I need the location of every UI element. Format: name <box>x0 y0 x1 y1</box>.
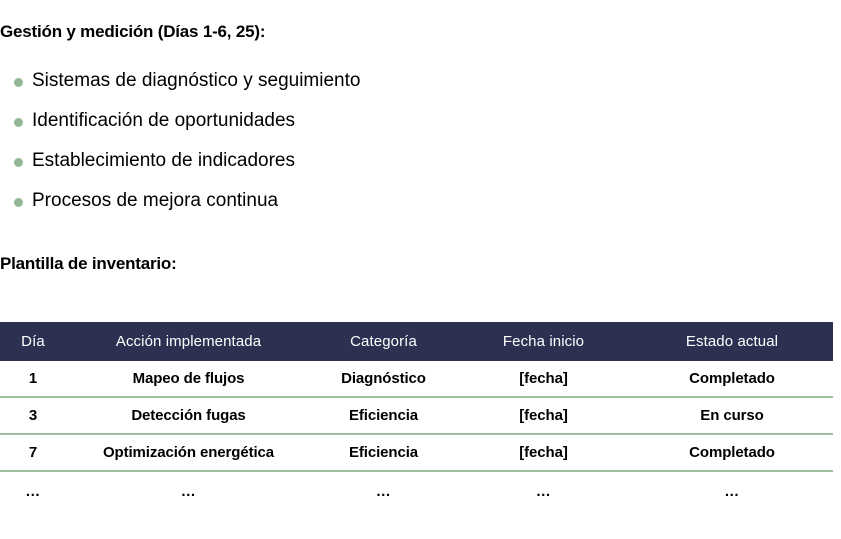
table-row: 7 Optimización energética Eficiencia [fe… <box>0 434 833 472</box>
list-item-label: Procesos de mejora continua <box>32 189 279 211</box>
cell-categoria: Eficiencia <box>311 397 456 435</box>
bullet-dot-icon <box>14 157 23 167</box>
bullet-dot-icon <box>14 117 23 127</box>
bullet-list: Sistemas de diagnóstico y seguimiento Id… <box>0 62 620 222</box>
list-item: Establecimiento de indicadores <box>0 142 620 182</box>
cell-dia: 1 <box>0 361 66 398</box>
cell-categoria: Eficiencia <box>311 434 456 472</box>
table-header-row: Día Acción implementada Categoría Fecha … <box>0 322 833 361</box>
cell-categoria: Diagnóstico <box>311 361 456 398</box>
list-item-label: Sistemas de diagnóstico y seguimiento <box>32 69 361 91</box>
cell-accion: Detección fugas <box>66 397 311 435</box>
bullet-dot-icon <box>14 197 23 207</box>
table-body: 1 Mapeo de flujos Diagnóstico [fecha] Co… <box>0 361 833 510</box>
table-row: … … … … … <box>0 471 833 510</box>
cell-accion: Mapeo de flujos <box>66 361 311 398</box>
cell-fecha: [fecha] <box>456 361 631 398</box>
column-header-fecha: Fecha inicio <box>456 322 631 361</box>
list-item: Sistemas de diagnóstico y seguimiento <box>0 62 620 102</box>
cell-fecha: … <box>535 482 552 500</box>
cell-estado: En curso <box>631 397 833 435</box>
table-header: Día Acción implementada Categoría Fecha … <box>0 322 833 361</box>
column-header-categoria: Categoría <box>311 322 456 361</box>
table-row: 1 Mapeo de flujos Diagnóstico [fecha] Co… <box>0 361 833 398</box>
column-header-estado: Estado actual <box>631 322 833 361</box>
list-item: Identificación de oportunidades <box>0 102 620 142</box>
cell-dia: … <box>25 482 41 500</box>
column-header-dia: Día <box>0 322 66 361</box>
table-section-title: Plantilla de inventario: <box>0 254 177 274</box>
cell-dia: 7 <box>0 434 66 472</box>
cell-fecha: [fecha] <box>456 434 631 472</box>
list-item: Procesos de mejora continua <box>0 182 620 222</box>
cell-estado: Completado <box>631 361 833 398</box>
inventory-table: Día Acción implementada Categoría Fecha … <box>0 322 833 510</box>
column-header-accion: Acción implementada <box>66 322 311 361</box>
list-item-label: Establecimiento de indicadores <box>32 149 295 171</box>
cell-accion: Optimización energética <box>66 434 311 472</box>
cell-estado: … <box>724 482 740 500</box>
page-title: Gestión y medición (Días 1-6, 25): <box>0 22 266 42</box>
table-row: 3 Detección fugas Eficiencia [fecha] En … <box>0 397 833 435</box>
cell-estado: Completado <box>631 434 833 472</box>
bullet-dot-icon <box>14 77 23 87</box>
cell-accion: … <box>180 482 197 500</box>
cell-fecha: [fecha] <box>456 397 631 435</box>
cell-dia: 3 <box>0 397 66 435</box>
cell-categoria: … <box>375 482 392 500</box>
list-item-label: Identificación de oportunidades <box>32 109 296 131</box>
